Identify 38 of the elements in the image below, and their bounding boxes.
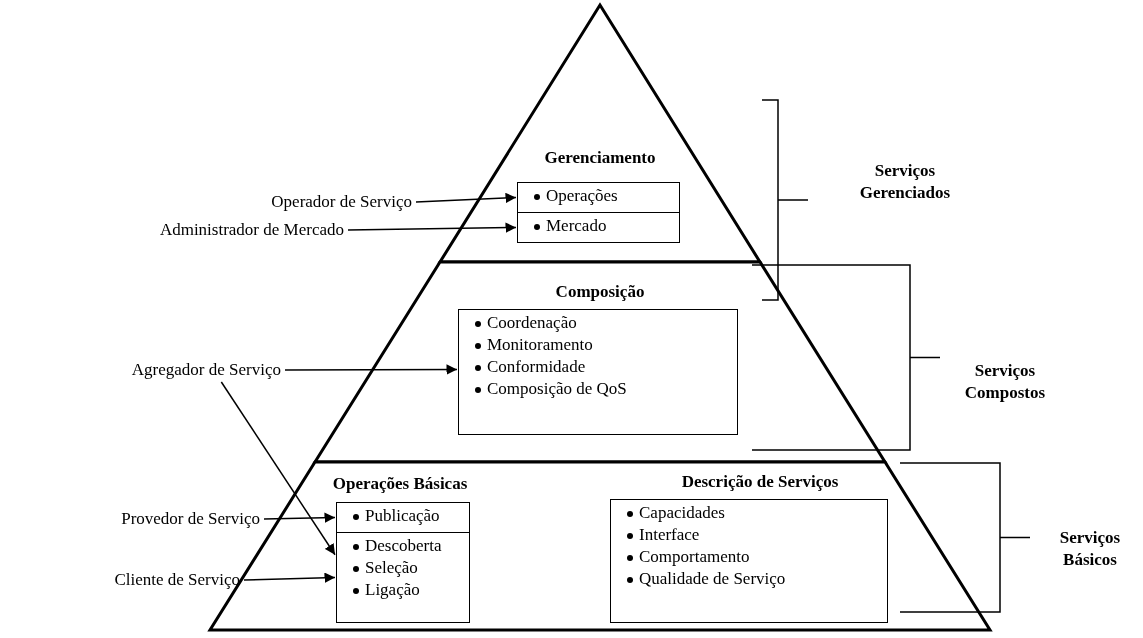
role-label: Cliente de Serviço xyxy=(114,570,240,590)
bracket-label: Serviços Gerenciados xyxy=(858,160,952,204)
arrow xyxy=(415,192,517,204)
tier-heading: Composição xyxy=(554,282,646,302)
bracket-label: Serviços Compostos xyxy=(963,360,1047,404)
tier-heading: Operações Básicas xyxy=(331,474,469,494)
arrow xyxy=(243,572,336,584)
list-box xyxy=(517,212,680,243)
list-item: Descoberta xyxy=(365,536,442,555)
list-box xyxy=(517,182,680,213)
list-box xyxy=(336,502,470,533)
list-item: Publicação xyxy=(365,506,440,525)
role-label: Operador de Serviço xyxy=(271,192,412,212)
list-box xyxy=(610,499,888,623)
list-item: Coordenação xyxy=(487,313,577,332)
list-item: Operações xyxy=(546,186,618,205)
tier-heading: Descrição de Serviços xyxy=(680,472,840,492)
role-label: Administrador de Mercado xyxy=(159,220,344,240)
arrow xyxy=(347,222,517,233)
list-item: Conformidade xyxy=(487,357,586,376)
bracket-label: Serviços Básicos xyxy=(1058,527,1122,571)
list-box xyxy=(336,532,470,623)
list-item: Seleção xyxy=(365,558,418,577)
tier-heading: Gerenciamento xyxy=(543,148,657,168)
arrow xyxy=(263,512,336,523)
role-label: Provedor de Serviço xyxy=(121,509,260,529)
arrow xyxy=(284,364,458,375)
list-item: Mercado xyxy=(546,216,607,235)
list-box xyxy=(458,309,738,435)
list-item: Monitoramento xyxy=(487,335,593,354)
arrow xyxy=(220,381,336,556)
role-label: Agregador de Serviço xyxy=(131,360,281,380)
list-item: Comportamento xyxy=(639,547,750,566)
list-item: Ligação xyxy=(365,580,420,599)
list-item: Composição de QoS xyxy=(487,379,627,398)
list-item: Interface xyxy=(639,525,700,544)
list-item: Qualidade de Serviço xyxy=(639,569,786,588)
list-item: Capacidades xyxy=(639,503,725,522)
